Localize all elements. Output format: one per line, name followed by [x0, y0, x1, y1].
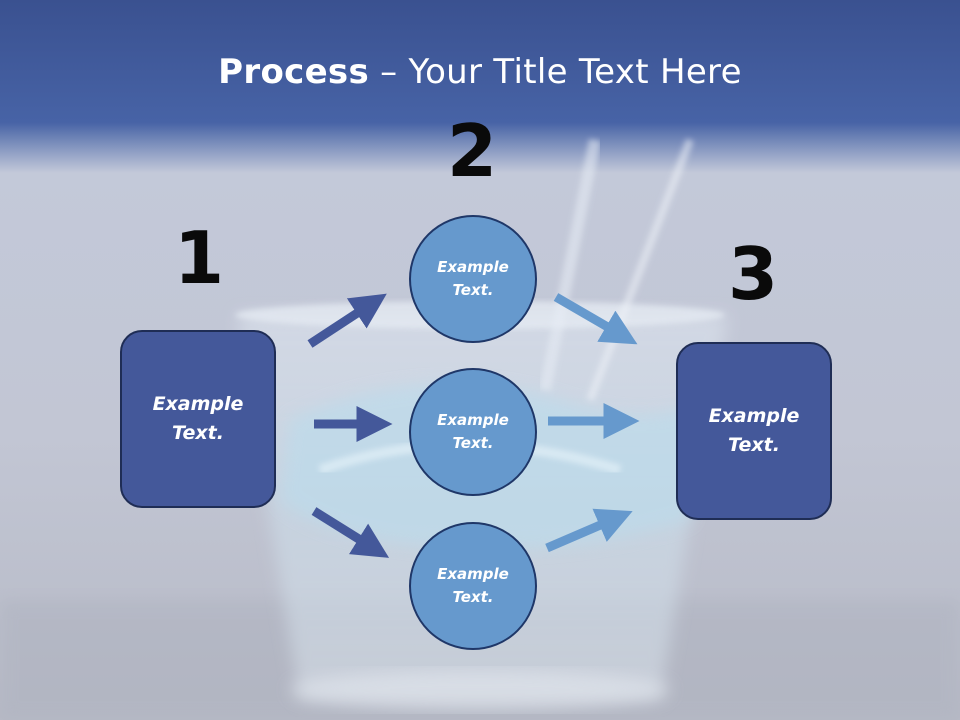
step-1-text: Example Text.: [152, 393, 244, 444]
arrow-right-up-light-icon: [545, 508, 633, 553]
circle-bottom-text: Example Text.: [437, 565, 509, 606]
slide-title: Process – Your Title Text Here: [0, 52, 960, 92]
step-number-1: 1: [173, 216, 225, 300]
arrow-right-up-icon: [307, 293, 387, 348]
step-number-2: 2: [446, 109, 498, 193]
arrow-right-down-icon: [311, 507, 390, 558]
step-2-circle-middle[interactable]: Example Text.: [409, 368, 537, 496]
step-3-box[interactable]: Example Text.: [676, 342, 832, 520]
step-3-text: Example Text.: [708, 405, 800, 456]
step-1-box[interactable]: Example Text.: [120, 330, 276, 508]
step-number-3: 3: [727, 232, 779, 316]
circle-middle-text: Example Text.: [437, 411, 509, 452]
title-bold: Process: [218, 52, 370, 92]
step-2-circle-top[interactable]: Example Text.: [409, 215, 537, 343]
title-rest: – Your Title Text Here: [369, 52, 742, 92]
step-2-circle-bottom[interactable]: Example Text.: [409, 522, 537, 650]
arrow-right-down-light-icon: [553, 293, 638, 345]
circle-top-text: Example Text.: [437, 258, 509, 299]
